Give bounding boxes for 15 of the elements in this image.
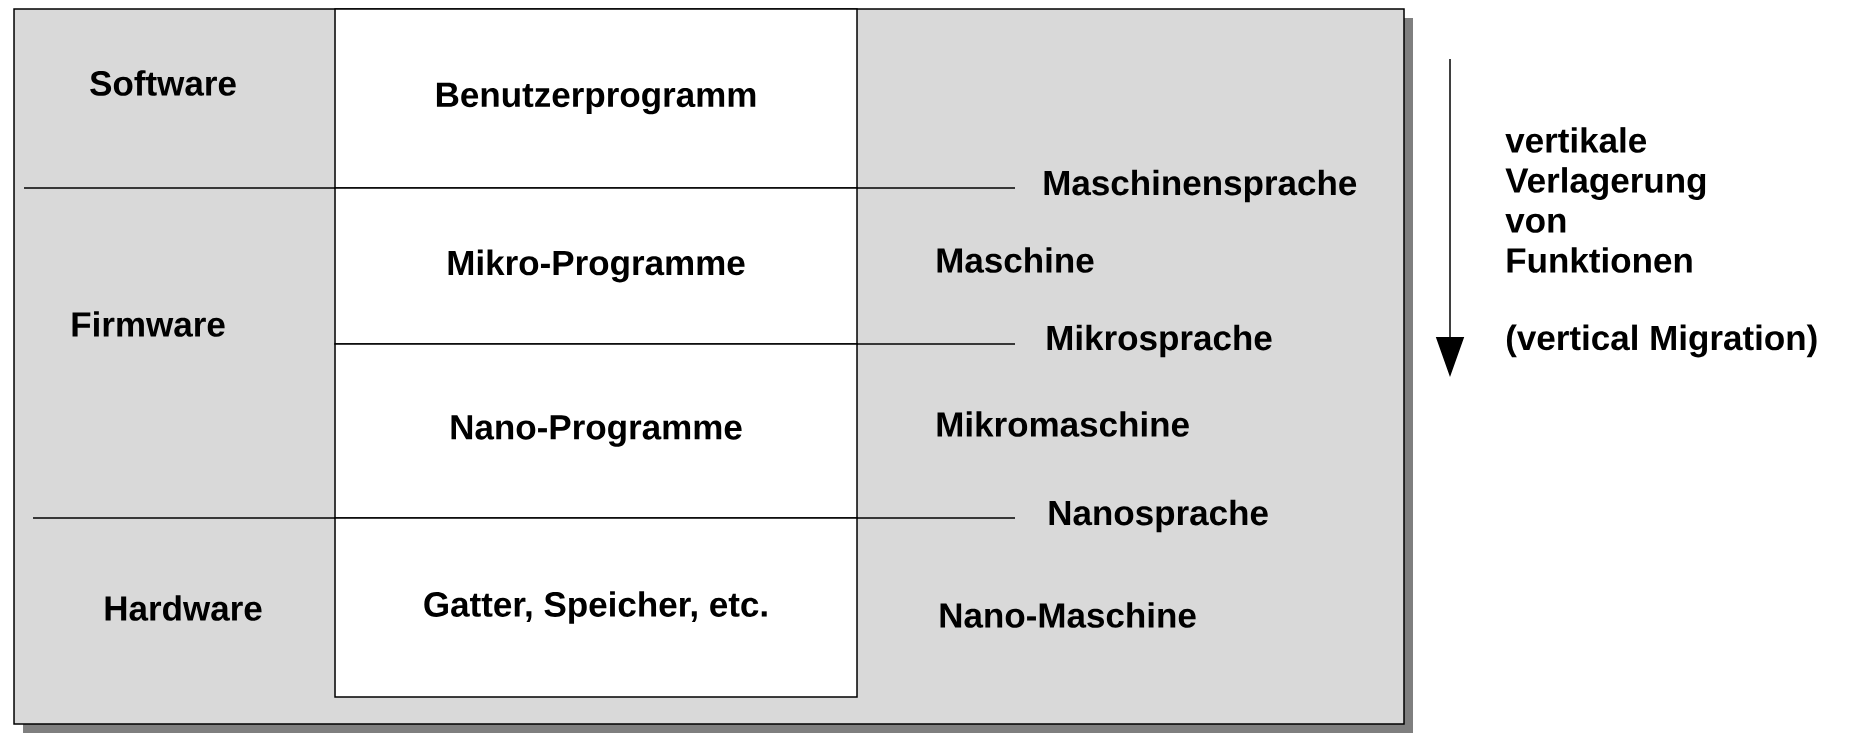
layer-box: Nano-Programme <box>334 343 858 519</box>
level-label: Nano-Maschine <box>940 602 1196 628</box>
level-label: Mikromaschine <box>937 411 1189 437</box>
note-text: (vertical Migration) <box>1506 324 1817 358</box>
level-label: Maschinensprache <box>1044 169 1357 203</box>
level-label: Mikrosprache <box>1047 324 1272 358</box>
note-text: vertikale Verlagerung von Funktionen <box>1505 127 1706 273</box>
layer-label: Software <box>90 70 236 96</box>
level-label: Maschine <box>937 247 1094 273</box>
layer-box: Gatter, Speicher, etc. <box>334 517 858 698</box>
layer-box: Mikro-Programme <box>334 187 858 345</box>
layer-box: Benutzerprogramm <box>334 8 858 189</box>
layer-label: Firmware <box>72 311 225 337</box>
level-label: Nanosprache <box>1049 499 1268 533</box>
layer-label: Hardware <box>105 595 262 621</box>
